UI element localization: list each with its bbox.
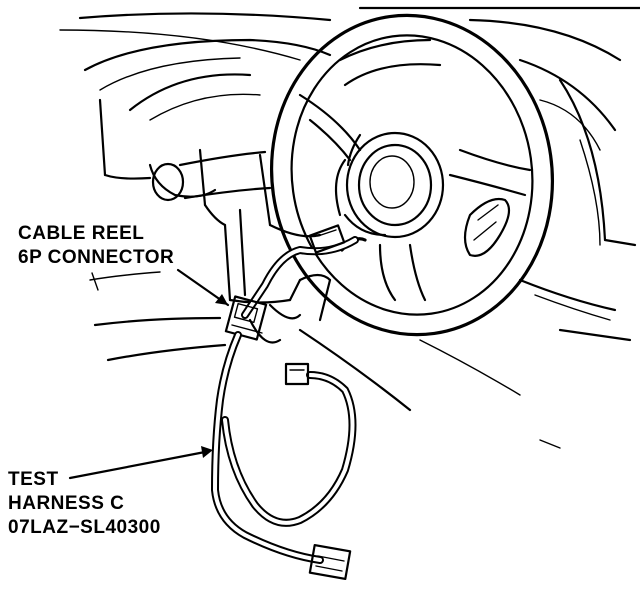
cable-reel-label-line1: CABLE REEL: [18, 223, 145, 244]
six-pin-connector: [224, 295, 268, 341]
test-harness-label-line1: TEST: [8, 469, 59, 490]
lower-panel-lines: [89, 271, 521, 412]
cable-reel-label: CABLE REEL 6P CONNECTOR: [18, 222, 174, 270]
cable-reel-label-line2: 6P CONNECTOR: [18, 247, 175, 268]
cable-reel-hub: [334, 131, 445, 252]
test-harness-cable: [211, 331, 357, 564]
test-harness-label-line3: 07LAZ−SL40300: [8, 517, 161, 538]
dashboard-outline: [59, 6, 640, 449]
column-cover: [148, 148, 332, 344]
harness-end-connector: [308, 543, 352, 581]
test-harness-label-line2: HARNESS C: [8, 493, 125, 514]
steering-wheel: [269, 13, 555, 337]
test-harness-label: TEST HARNESS C 07LAZ−SL40300: [8, 468, 161, 540]
reel-harness: [241, 224, 359, 319]
leader-lines: [68, 268, 230, 480]
